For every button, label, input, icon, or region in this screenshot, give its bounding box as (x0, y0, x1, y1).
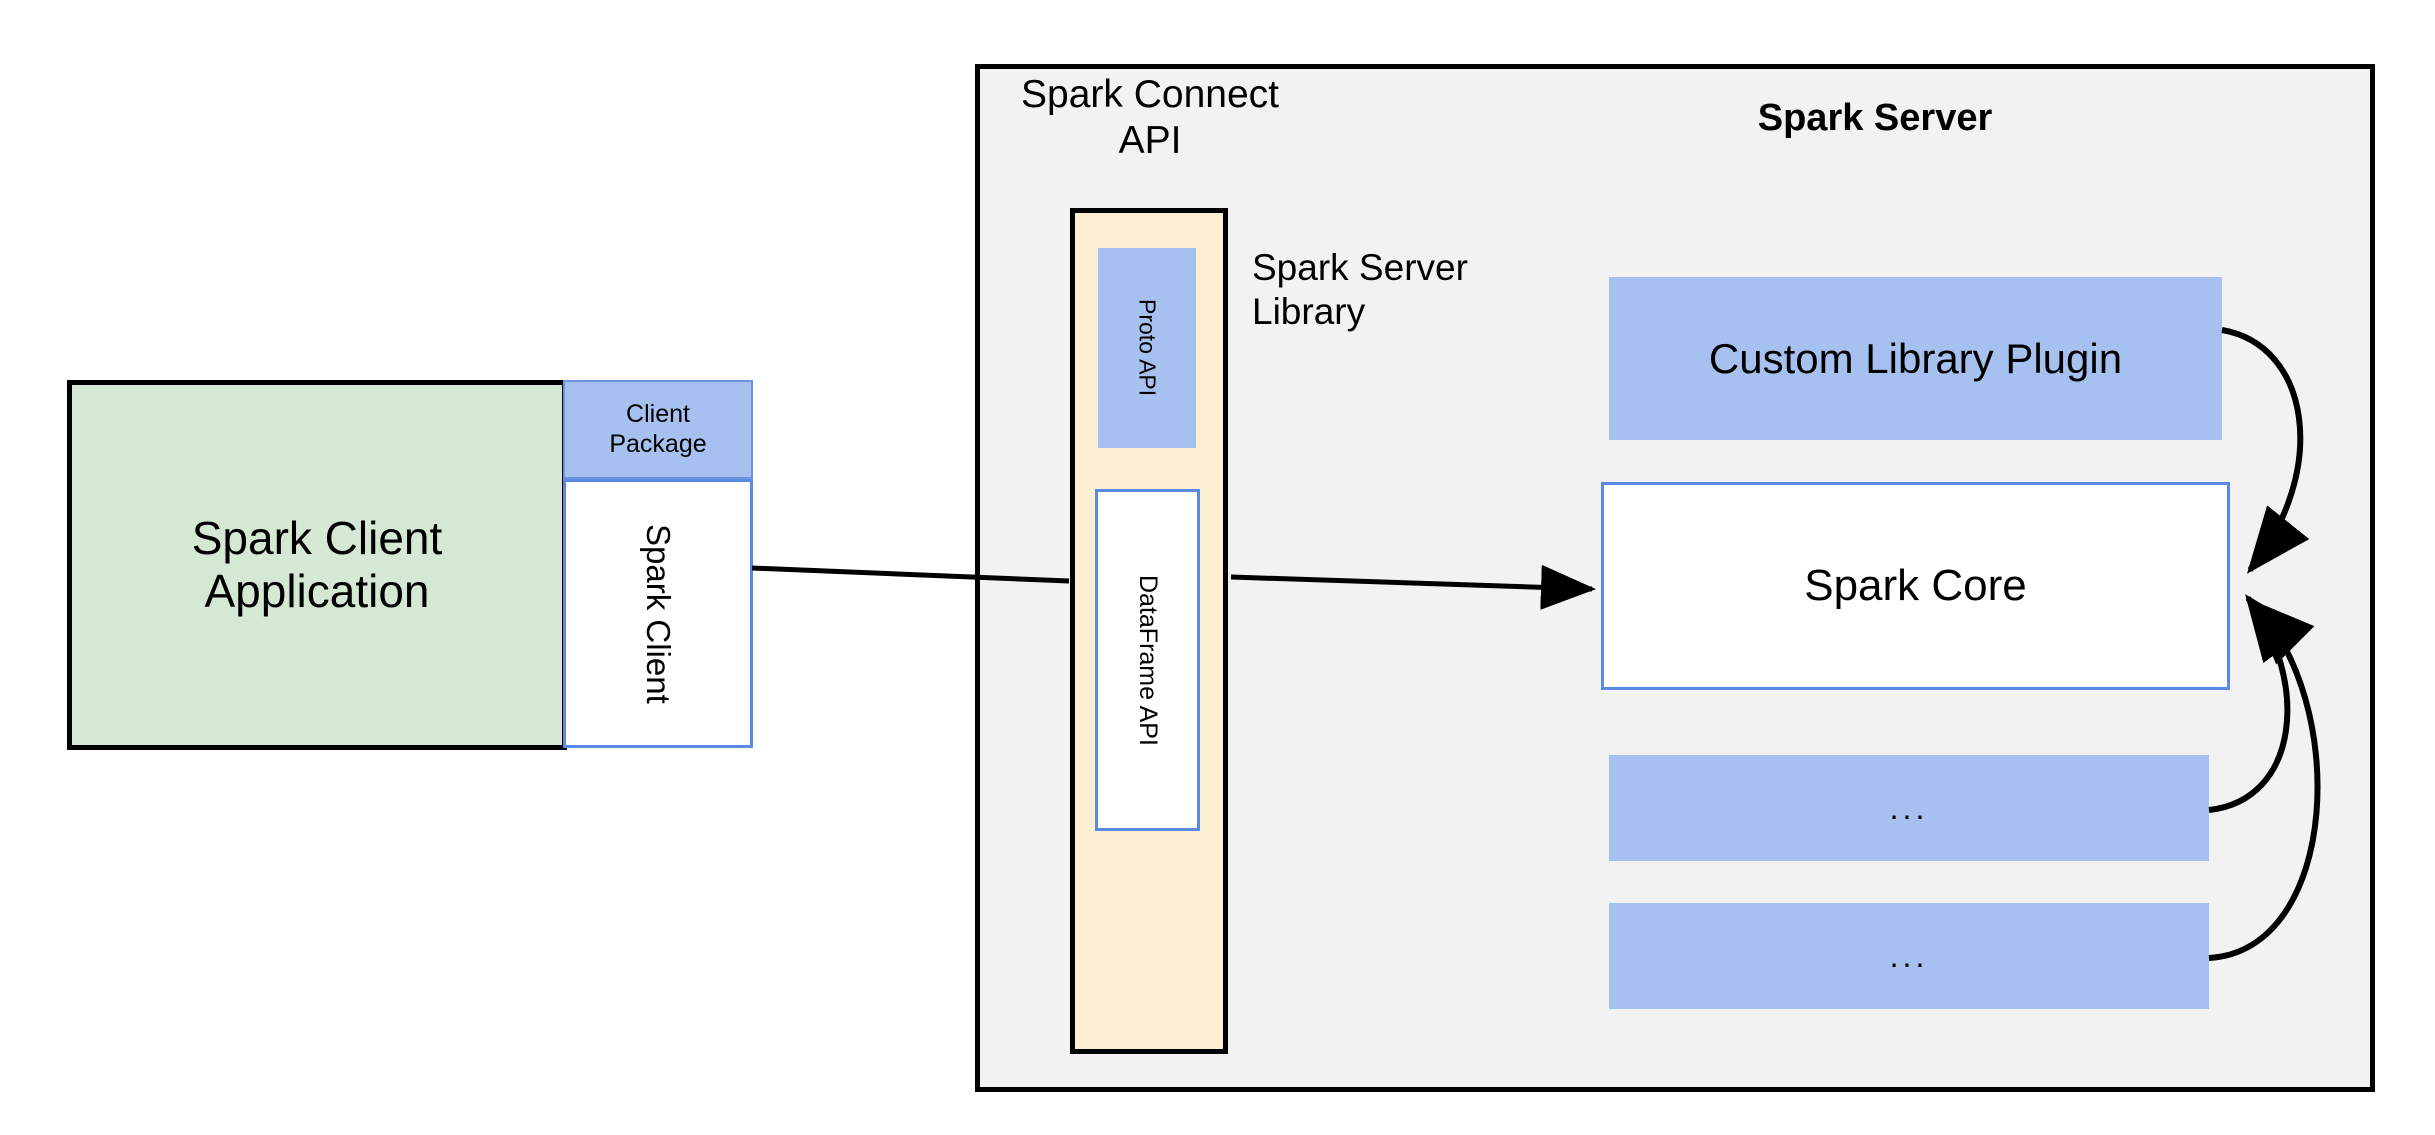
custom-library-plugin-label: Custom Library Plugin (1708, 334, 2123, 382)
spark-client-application-box[interactable]: Spark Client Application (67, 380, 567, 750)
spark-client-box[interactable]: Spark Client (563, 479, 753, 748)
client-app-line-2: Application (204, 565, 430, 617)
client-package-line-2: Package (609, 429, 707, 458)
server-library-line-2: Library (1252, 291, 1366, 333)
client-app-line-1: Spark Client (191, 511, 443, 564)
server-library-line-1: Spark Server (1252, 247, 1468, 288)
placeholder-component-box-1[interactable]: ... (1609, 755, 2209, 861)
placeholder-component-box-2[interactable]: ... (1609, 903, 2209, 1009)
connect-api-line-2: API (1118, 119, 1182, 163)
spark-connect-api-label: Spark Connect API (1015, 72, 1285, 164)
spark-server-title: Spark Server (1757, 97, 1993, 139)
dataframe-api-label: DataFrame API (1134, 574, 1162, 746)
spark-client-application-label: Spark Client Application (192, 512, 443, 619)
dataframe-api-box[interactable]: DataFrame API (1095, 489, 1200, 831)
spark-core-label: Spark Core (1804, 561, 2027, 610)
placeholder-label-1: ... (1889, 789, 1929, 826)
spark-server-library-label: Spark Server Library (1252, 246, 1582, 335)
spark-client-label: Spark Client (640, 523, 677, 704)
client-package-line-1: Client (626, 400, 690, 428)
proto-api-box[interactable]: Proto API (1098, 248, 1196, 448)
proto-api-label: Proto API (1134, 299, 1161, 397)
placeholder-label-2: ... (1889, 937, 1929, 974)
client-package-box[interactable]: Client Package (563, 380, 753, 479)
client-package-label: Client Package (609, 400, 706, 459)
connect-api-line-1: Spark Connect (1021, 73, 1279, 116)
custom-library-plugin-box[interactable]: Custom Library Plugin (1609, 277, 2222, 440)
spark-core-box[interactable]: Spark Core (1601, 482, 2230, 690)
